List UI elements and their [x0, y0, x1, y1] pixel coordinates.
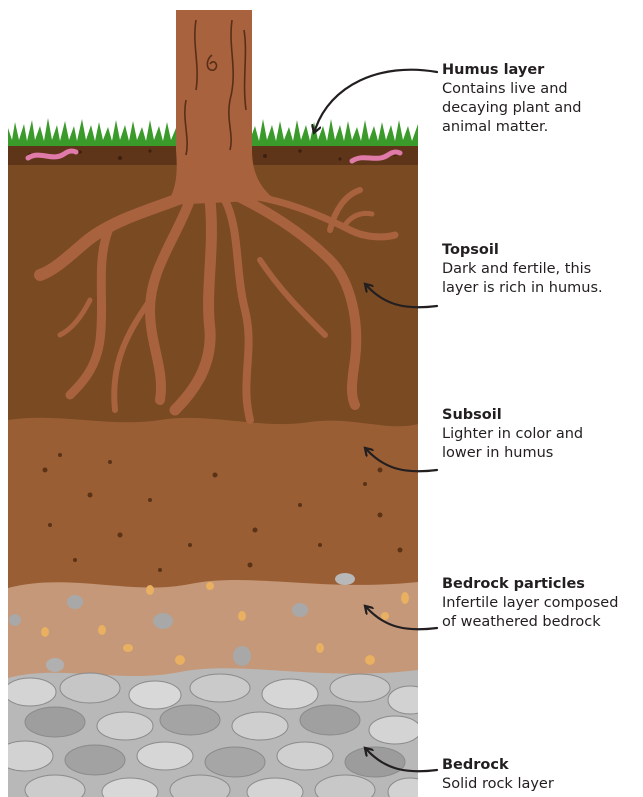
label-topsoil: Topsoil Dark and fertile, this layer is … [442, 241, 642, 298]
bedrock-particles-title: Bedrock particles [442, 575, 642, 594]
bedrock-description: Solid rock layer [442, 775, 642, 794]
label-bedrock-particles: Bedrock particles Infertile layer compos… [442, 575, 642, 632]
label-bedrock: Bedrock Solid rock layer [442, 756, 642, 794]
curved-arrow-left-icon [315, 70, 437, 130]
subsoil-title: Subsoil [442, 406, 642, 425]
topsoil-title: Topsoil [442, 241, 642, 260]
label-subsoil: Subsoil Lighter in color and lower in hu… [442, 406, 642, 463]
humus-layer-title: Humus layer [442, 61, 642, 80]
topsoil-description: Dark and fertile, this layer is rich in … [442, 260, 642, 298]
bedrock-title: Bedrock [442, 756, 642, 775]
bedrock-particles-description: Infertile layer composed of weathered be… [442, 594, 642, 632]
humus-layer-description: Contains live and decaying plant and ani… [442, 80, 642, 137]
subsoil-description: Lighter in color and lower in humus [442, 425, 642, 463]
label-humus-layer: Humus layer Contains live and decaying p… [442, 61, 642, 137]
